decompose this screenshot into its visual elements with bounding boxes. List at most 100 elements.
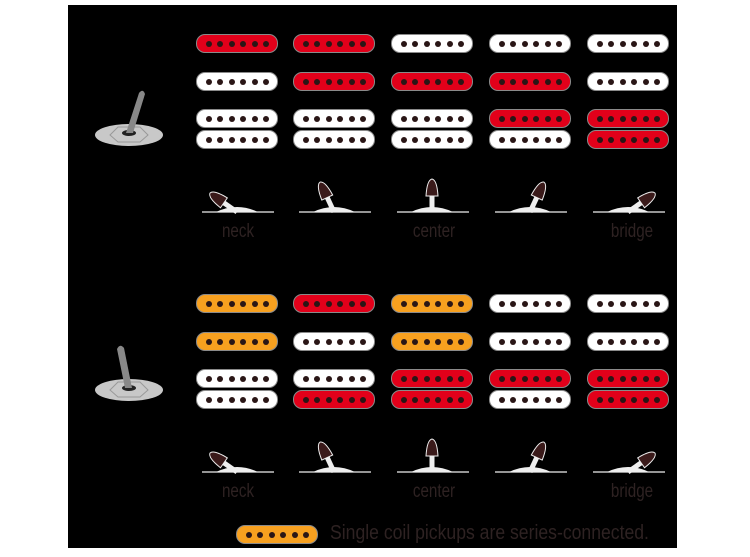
label-center: center	[412, 481, 456, 502]
pole-piece	[619, 338, 626, 345]
pole-piece	[597, 136, 603, 143]
pole-piece	[457, 375, 464, 382]
pole-piece	[555, 78, 562, 85]
pole-piece	[619, 40, 626, 47]
pole-piece	[206, 115, 212, 122]
pole-piece	[510, 338, 517, 345]
pole-piece	[240, 338, 247, 345]
pole-piece	[314, 40, 321, 47]
pole-piece	[597, 40, 603, 47]
pole-piece	[325, 78, 332, 85]
pole-piece	[337, 115, 344, 122]
pole-piece	[435, 338, 442, 345]
pole-piece	[457, 338, 464, 345]
pole-piece	[597, 78, 603, 85]
pole-piece	[499, 396, 505, 403]
pole-piece	[251, 300, 258, 307]
pole-piece	[608, 396, 615, 403]
legend-text: Single coil pickups are series-connected…	[330, 522, 649, 544]
pickup-humbucker-upper-white	[196, 369, 278, 388]
selector-position-icon	[397, 178, 469, 213]
pickup-neck-single-orange	[391, 294, 473, 313]
pole-piece	[544, 40, 551, 47]
pole-piece	[401, 375, 407, 382]
selector-position-icon	[397, 438, 469, 473]
pole-piece	[499, 115, 505, 122]
pole-piece	[412, 375, 419, 382]
pole-piece	[653, 40, 660, 47]
pole-piece	[597, 375, 603, 382]
pole-piece	[314, 136, 321, 143]
pole-piece	[499, 300, 505, 307]
pole-piece	[401, 40, 407, 47]
pole-piece	[521, 136, 528, 143]
selector-position-icon	[299, 441, 371, 474]
pole-piece	[314, 375, 321, 382]
pole-piece	[303, 338, 309, 345]
pole-piece	[228, 300, 235, 307]
pole-piece	[262, 300, 269, 307]
pole-piece	[446, 396, 453, 403]
pole-piece	[457, 136, 464, 143]
pole-piece	[435, 300, 442, 307]
pole-piece	[228, 375, 235, 382]
pole-piece	[251, 40, 258, 47]
pole-piece	[217, 375, 224, 382]
pole-piece	[555, 136, 562, 143]
pickup-humbucker-upper-red	[587, 109, 669, 128]
pickup-humbucker-lower-red	[587, 390, 669, 409]
pole-piece	[457, 78, 464, 85]
pole-piece	[401, 115, 407, 122]
pole-piece	[653, 375, 660, 382]
toggle-switch-icon	[95, 90, 163, 146]
pole-piece	[435, 40, 442, 47]
pole-piece	[337, 338, 344, 345]
pole-piece	[510, 396, 517, 403]
pole-piece	[401, 338, 407, 345]
pole-piece	[217, 78, 224, 85]
pole-piece	[521, 396, 528, 403]
pole-piece	[325, 115, 332, 122]
pole-piece	[631, 338, 638, 345]
pole-piece	[642, 375, 649, 382]
pole-piece	[423, 136, 430, 143]
pickup-middle-single-white	[587, 72, 669, 91]
pole-piece	[337, 396, 344, 403]
selector-position-icon	[593, 451, 665, 475]
pole-piece	[240, 78, 247, 85]
pickup-humbucker-lower-red	[587, 130, 669, 149]
legend-pickup-icon	[236, 525, 318, 544]
pole-piece	[206, 338, 212, 345]
pole-piece	[653, 115, 660, 122]
pickup-humbucker-lower-white	[489, 390, 571, 409]
pole-piece	[521, 40, 528, 47]
pole-piece	[499, 136, 505, 143]
pole-piece	[631, 40, 638, 47]
pole-piece	[446, 338, 453, 345]
pole-piece	[251, 115, 258, 122]
selector-position-icon	[299, 181, 371, 214]
pickup-humbucker-upper-white	[391, 109, 473, 128]
pole-piece	[337, 375, 344, 382]
pole-piece	[533, 136, 540, 143]
pole-piece	[412, 338, 419, 345]
pole-piece	[412, 396, 419, 403]
pickup-humbucker-upper-white	[196, 109, 278, 128]
pole-piece	[337, 40, 344, 47]
selector-position-icon	[202, 191, 274, 215]
pole-piece	[217, 136, 224, 143]
pole-piece	[608, 78, 615, 85]
pole-piece	[653, 300, 660, 307]
pickup-humbucker-upper-red	[391, 369, 473, 388]
pole-piece	[348, 396, 355, 403]
pole-piece	[303, 78, 309, 85]
pole-piece	[597, 115, 603, 122]
pole-piece	[619, 136, 626, 143]
pole-piece	[521, 78, 528, 85]
pole-piece	[240, 136, 247, 143]
pole-piece	[446, 78, 453, 85]
pole-piece	[240, 115, 247, 122]
pole-piece	[608, 300, 615, 307]
pole-piece	[217, 338, 224, 345]
pole-piece	[608, 115, 615, 122]
